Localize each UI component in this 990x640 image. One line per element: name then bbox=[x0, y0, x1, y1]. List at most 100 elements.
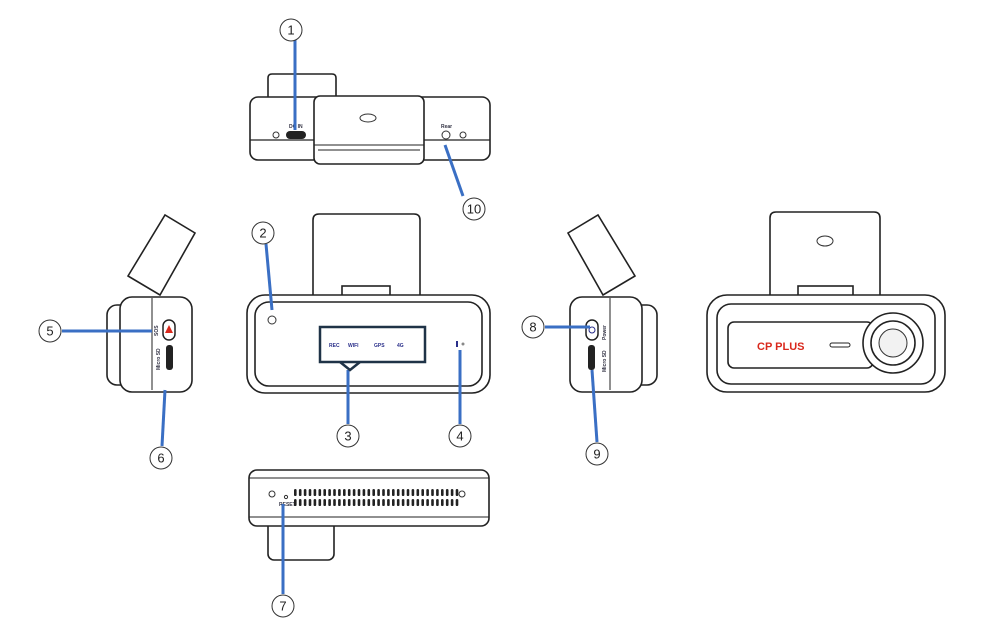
sd-slot bbox=[166, 345, 173, 370]
svg-text:2: 2 bbox=[259, 226, 266, 241]
callout-8: 8 bbox=[521, 315, 545, 339]
vent-slot bbox=[441, 499, 444, 506]
svg-text:3: 3 bbox=[344, 429, 351, 444]
vent-slot bbox=[436, 499, 439, 506]
vent-slot bbox=[323, 499, 326, 506]
vent-slot bbox=[333, 499, 336, 506]
svg-text:4: 4 bbox=[456, 429, 463, 444]
vent-slot bbox=[445, 489, 449, 496]
vent-slot bbox=[318, 489, 322, 496]
rear-label: Rear bbox=[441, 124, 452, 130]
vent-slot bbox=[313, 489, 317, 496]
svg-text:10: 10 bbox=[467, 202, 481, 217]
svg-text:8: 8 bbox=[529, 320, 536, 335]
vent-slot bbox=[421, 499, 424, 506]
screw-icon bbox=[272, 131, 280, 139]
svg-text:7: 7 bbox=[279, 599, 286, 614]
power-button[interactable] bbox=[585, 319, 599, 341]
vent-slot bbox=[352, 489, 356, 496]
vent-grille bbox=[294, 489, 459, 506]
vent-slot bbox=[362, 489, 366, 496]
vent-slot bbox=[303, 499, 307, 506]
vent-slot bbox=[352, 499, 356, 506]
top-view: DC IN Rear bbox=[249, 73, 491, 165]
sd-slot-right bbox=[588, 345, 595, 370]
sos-label: SOS bbox=[154, 325, 160, 336]
vent-slot bbox=[450, 489, 454, 496]
callout-3: 3 bbox=[336, 424, 360, 448]
usb-c-port bbox=[286, 131, 306, 139]
svg-text:6: 6 bbox=[157, 451, 164, 466]
vent-slot bbox=[338, 489, 341, 496]
svg-text:9: 9 bbox=[593, 447, 600, 462]
callout-lines bbox=[62, 40, 599, 594]
indicator-panel bbox=[318, 325, 427, 364]
vent-slot bbox=[382, 489, 385, 496]
vent-slot bbox=[455, 499, 459, 506]
vent-slot bbox=[343, 489, 346, 496]
vent-slot bbox=[372, 499, 375, 506]
vent-slot bbox=[338, 499, 341, 506]
vent-slot bbox=[362, 499, 366, 506]
vent-slot bbox=[401, 489, 405, 496]
vent-slot bbox=[382, 499, 385, 506]
vent-slot bbox=[450, 499, 454, 506]
brand-logo: CP PLUS bbox=[757, 341, 804, 353]
reset-button[interactable] bbox=[283, 494, 289, 500]
rear-port bbox=[441, 130, 451, 140]
callout-4: 4 bbox=[448, 424, 472, 448]
light-sensor bbox=[267, 315, 277, 325]
vent-slot bbox=[431, 489, 434, 496]
vent-slot bbox=[347, 499, 351, 506]
vent-slot bbox=[406, 499, 410, 506]
vent-slot bbox=[303, 489, 307, 496]
power-icon bbox=[588, 326, 596, 334]
vent-slot bbox=[411, 489, 415, 496]
vent-slot bbox=[318, 499, 322, 506]
reset-label: RESET bbox=[279, 502, 296, 508]
vent-slot bbox=[416, 499, 420, 506]
indicator-wifi: WIFI bbox=[348, 343, 359, 349]
micro-sd-label-right: Micro SD bbox=[602, 350, 608, 372]
vent-slot bbox=[445, 499, 449, 506]
warning-icon bbox=[165, 325, 173, 333]
callout-1: 1 bbox=[279, 18, 303, 42]
vent-slot bbox=[294, 499, 297, 506]
power-label: Power bbox=[602, 325, 608, 340]
rear-screen-view: REC WIFI GPS 4G bbox=[246, 213, 491, 394]
vent-slot bbox=[298, 489, 302, 496]
vent-slot bbox=[421, 489, 424, 496]
lens-front-view: CP PLUS bbox=[706, 211, 946, 393]
callout-2: 2 bbox=[251, 221, 275, 245]
vent-slot bbox=[377, 489, 380, 496]
vent-slot bbox=[455, 489, 459, 496]
left-side-view: SOS Micro SD bbox=[106, 213, 197, 393]
vent-slot bbox=[387, 489, 390, 496]
vent-slot bbox=[357, 499, 361, 506]
vent-slot bbox=[392, 499, 395, 506]
vent-slot bbox=[406, 489, 410, 496]
vent-slot bbox=[396, 489, 400, 496]
vent-slot bbox=[333, 489, 336, 496]
callout-6: 6 bbox=[149, 446, 173, 470]
vent-slot bbox=[343, 499, 346, 506]
vent-slot bbox=[372, 489, 375, 496]
svg-text:5: 5 bbox=[46, 324, 53, 339]
svg-text:1: 1 bbox=[287, 23, 294, 38]
callout-7: 7 bbox=[271, 594, 295, 618]
vent-slot bbox=[392, 489, 395, 496]
indicator-4g: 4G bbox=[397, 343, 404, 349]
vent-slot bbox=[426, 499, 429, 506]
callout-9: 9 bbox=[585, 442, 609, 466]
microphone-icon bbox=[456, 341, 458, 347]
vent-slot bbox=[298, 499, 302, 506]
indicator-gps: GPS bbox=[374, 343, 385, 349]
micro-sd-label: Micro SD bbox=[156, 348, 162, 370]
vent-slot bbox=[328, 499, 331, 506]
vent-slot bbox=[308, 499, 312, 506]
vent-slot bbox=[308, 489, 312, 496]
vent-slot bbox=[416, 489, 420, 496]
vent-slot bbox=[313, 499, 317, 506]
indicator-rec: REC bbox=[329, 343, 340, 349]
vent-slot bbox=[367, 499, 371, 506]
